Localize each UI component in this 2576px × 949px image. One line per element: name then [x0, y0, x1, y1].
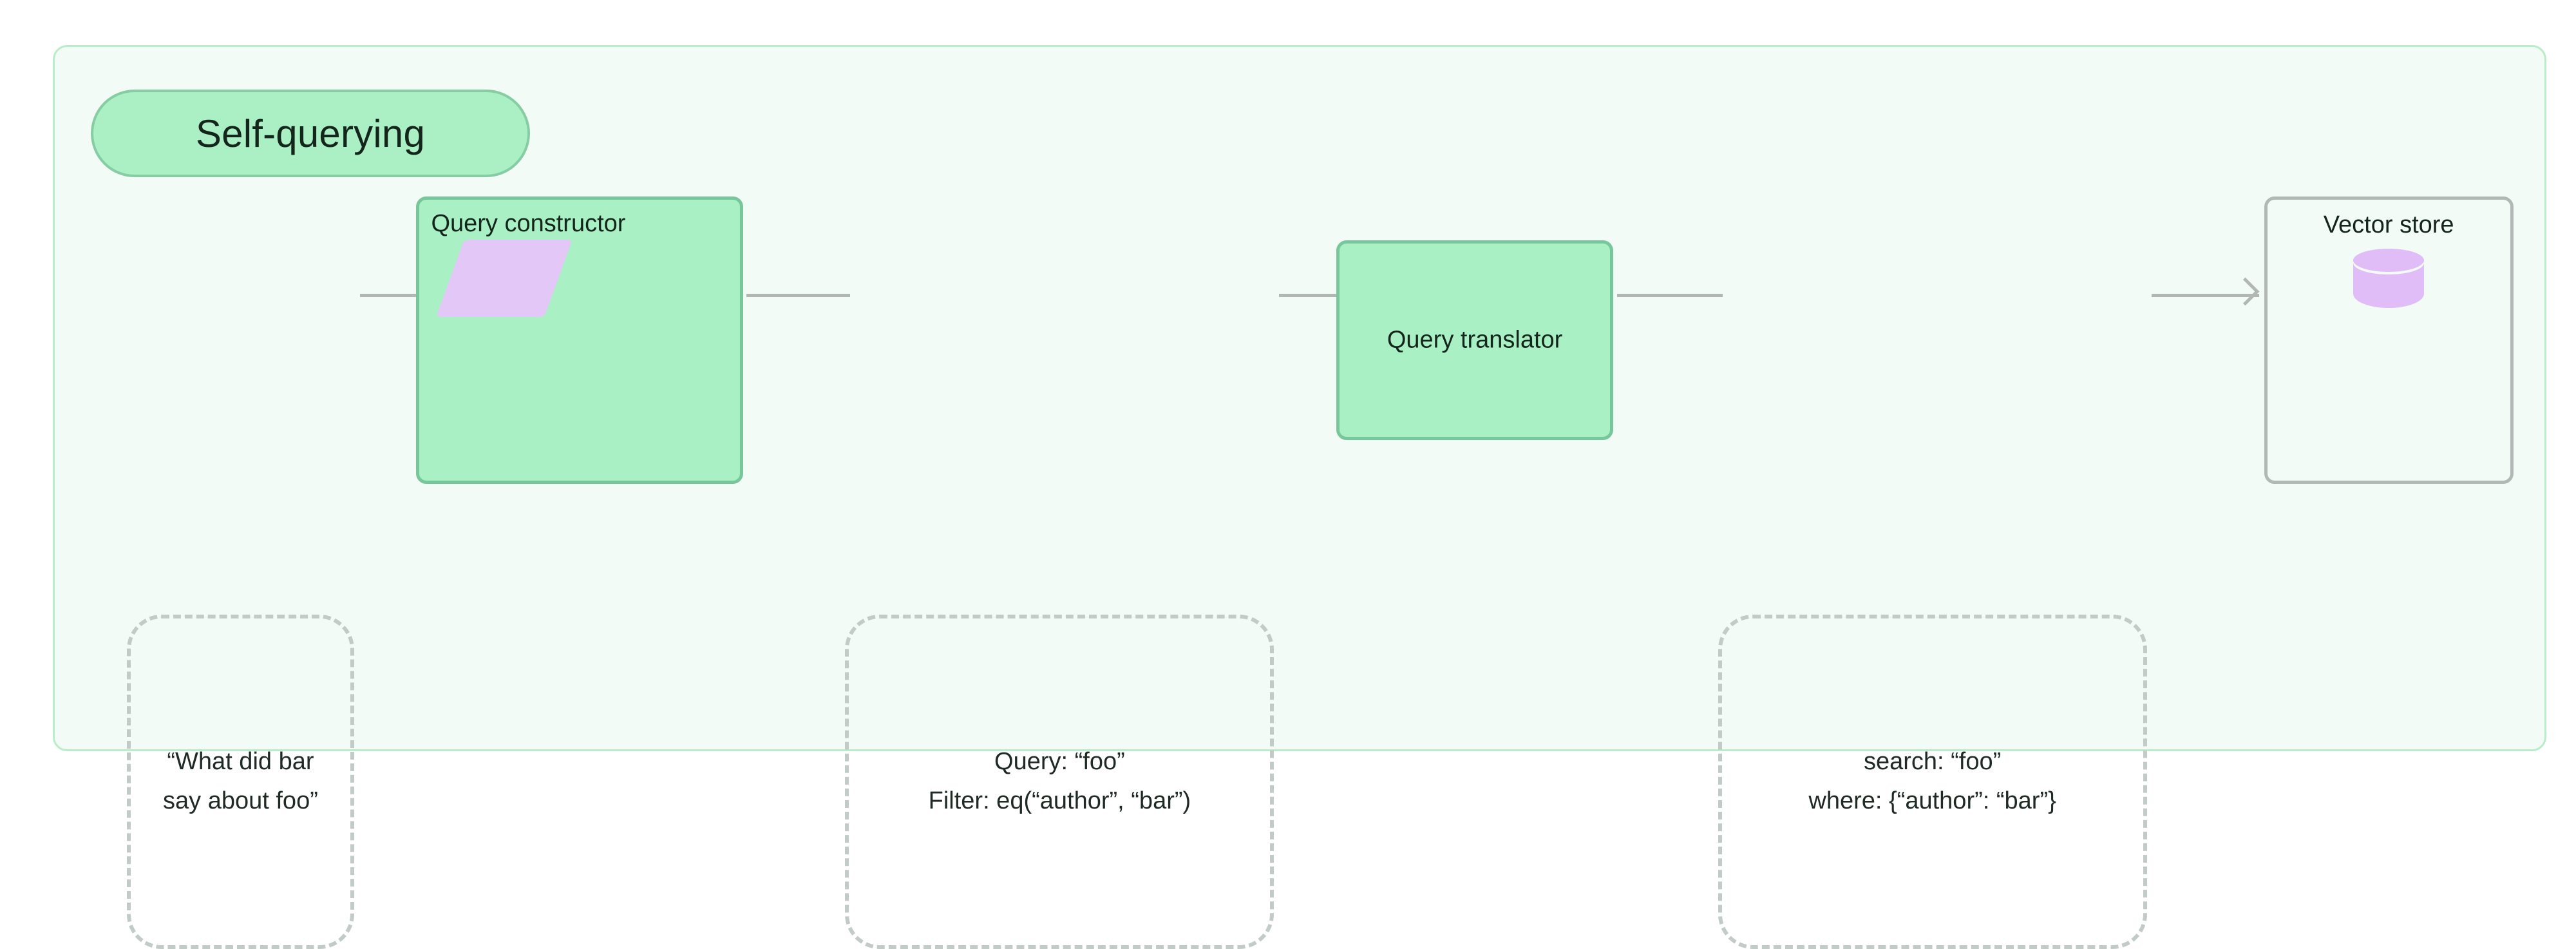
self-querying-diagram-container: Self-querying “What did bar say about fo…	[53, 45, 2546, 949]
user-question-line-2: say about foo”	[163, 787, 318, 815]
translated-query-line-2: where: {“author”: “bar”}	[1808, 787, 2056, 815]
diagram-title-label: Self-querying	[195, 111, 426, 155]
connector-constructor-to-structured-query	[746, 294, 851, 298]
arrowhead-translated-query-to-vector-store	[2231, 277, 2260, 306]
connector-translated-query-to-vector-store	[2152, 294, 2259, 298]
connector-question-to-constructor	[360, 294, 466, 298]
structured-query-line-2: Filter: eq(“author”, “bar”)	[928, 787, 1191, 815]
node-user-question: “What did bar say about foo”	[127, 614, 354, 949]
user-question-line-1: “What did bar	[167, 747, 314, 775]
diagram-title-badge: Self-querying	[91, 90, 530, 177]
node-translated-query: search: “foo” where: {“author”: “bar”}	[1718, 614, 2147, 949]
translated-query-line-1: search: “foo”	[1863, 747, 2002, 775]
query-constructor-label: Query constructor	[431, 210, 626, 238]
vector-store-label: Vector store	[2323, 211, 2454, 239]
database-cylinder-icon	[2353, 249, 2425, 314]
node-structured-query: Query: “foo” Filter: eq(“author”, “bar”)	[845, 614, 1274, 949]
connector-structured-query-to-translator	[1279, 294, 1387, 298]
node-query-translator: Query translator	[1336, 240, 1613, 440]
parallelogram-icon	[436, 240, 573, 318]
cylinder-top-ellipse	[2353, 249, 2425, 273]
structured-query-line-1: Query: “foo”	[994, 747, 1125, 775]
node-vector-store: Vector store	[2264, 197, 2514, 484]
node-query-constructor: Query constructor	[416, 197, 743, 484]
connector-translator-to-translated-query	[1616, 294, 1723, 298]
query-translator-label: Query translator	[1387, 326, 1563, 354]
